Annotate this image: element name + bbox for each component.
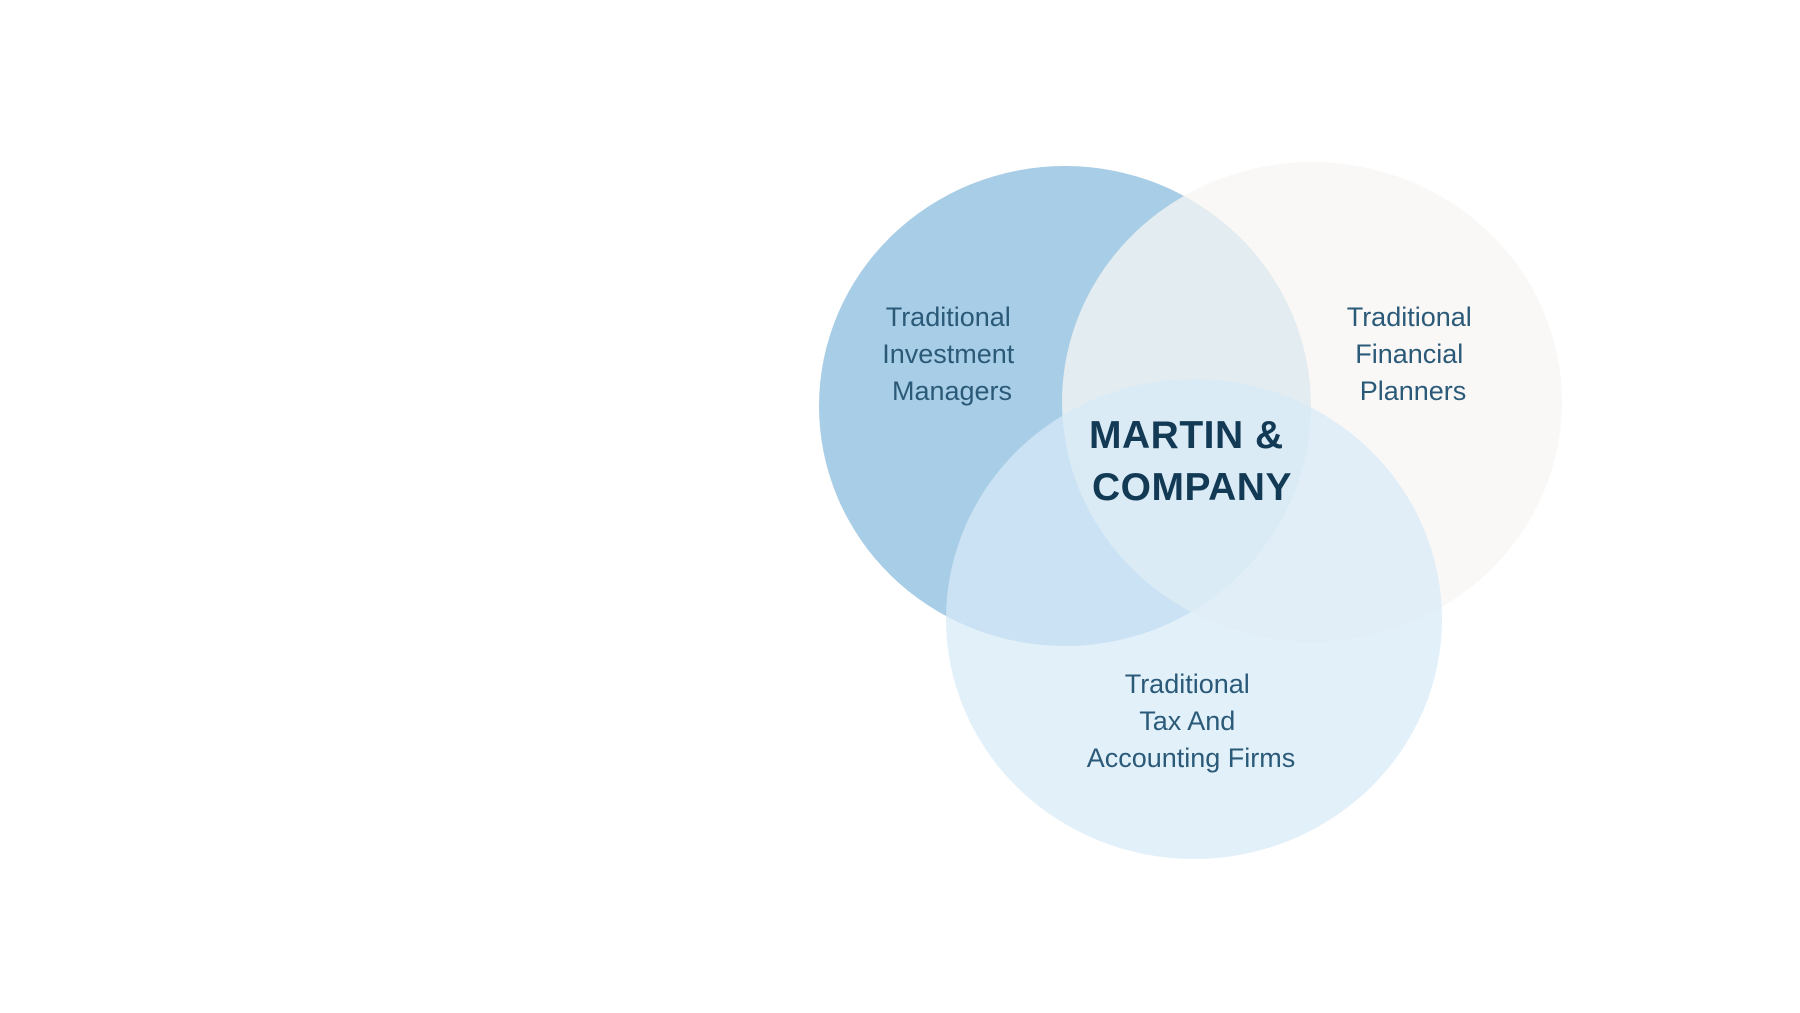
investment-label-line3: Managers	[892, 376, 1012, 406]
investment-label: Traditional Investment Managers	[882, 302, 1022, 406]
financial-label-line2: Financial	[1355, 339, 1463, 369]
financial-label-line3: Planners	[1360, 376, 1467, 406]
financial-label-line1: Traditional	[1347, 302, 1472, 332]
tax-label: Traditional Tax And Accounting Firms	[1087, 669, 1296, 773]
circle-tax-accounting-firms	[946, 379, 1442, 859]
tax-label-line3: Accounting Firms	[1087, 743, 1296, 773]
investment-label-line1: Traditional	[886, 302, 1011, 332]
financial-label: Traditional Financial Planners	[1347, 302, 1480, 406]
center-label: MARTIN & COMPANY	[1089, 414, 1295, 509]
tax-label-line2: Tax And	[1139, 706, 1235, 736]
investment-label-line2: Investment	[882, 339, 1015, 369]
tax-label-line1: Traditional	[1125, 669, 1250, 699]
center-label-line1: MARTIN &	[1089, 414, 1284, 457]
center-label-line2: COMPANY	[1092, 466, 1292, 509]
